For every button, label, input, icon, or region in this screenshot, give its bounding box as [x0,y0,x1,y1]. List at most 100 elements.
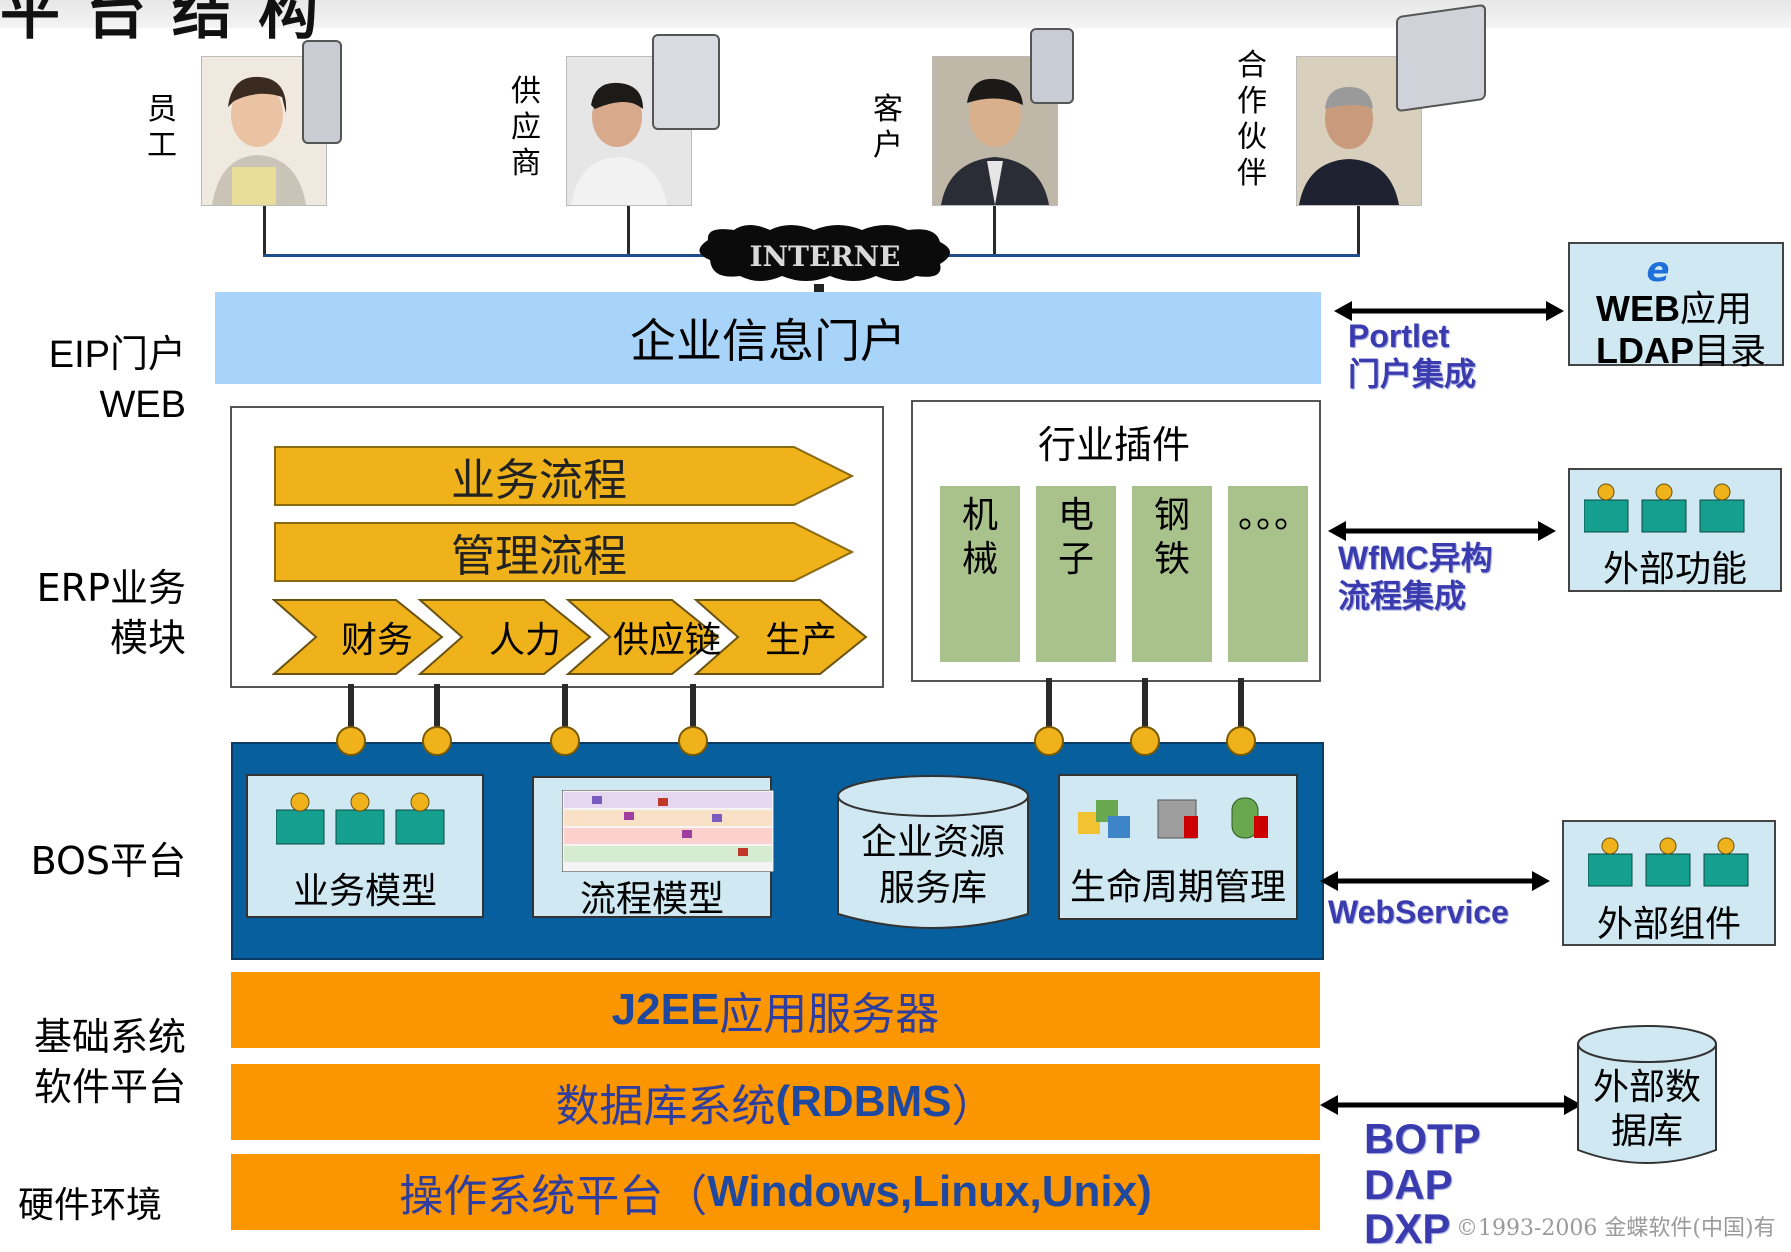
db-bold: (RDBMS [775,1077,952,1126]
dap-label: DAP [1364,1161,1453,1208]
module-hr: 人力 [488,620,561,661]
connector-line [562,684,568,740]
business-flow-arrow [274,446,855,506]
plugin-more-label: 。。。 [1238,495,1311,536]
plugin-electronics: 电子 [1036,486,1116,662]
os-bold: Windows,Linux,Unix) [707,1167,1152,1216]
portlet-double-arrow [1334,301,1564,321]
connector-line [1046,678,1052,740]
connector-line [993,202,996,256]
connector-line [263,202,266,256]
resource-db-cylinder [836,774,1030,938]
j2ee-rest: 应用服务器 [719,989,940,1040]
pda-icon [652,34,720,130]
botp-label: BOTP [1364,1115,1481,1162]
portlet-label: Portlet [1348,318,1450,354]
external-component-box: 外部组件 [1562,820,1776,946]
interface-dot [1130,726,1160,756]
enterprise-portal-bar: 企业信息门户 [215,292,1321,384]
process-model-panel: 流程模型 [532,776,774,920]
layer-label-hardware: 硬件环境 [18,1185,163,1226]
page-title: 平台结构 [0,0,344,48]
layer-label-base: 基础系统 软件平台 [33,1015,186,1109]
interface-dot [550,726,580,756]
external-function-label: 外部功能 [1602,549,1747,590]
copyright-footer: ©1993-2006 金蝶软件(中国)有 [1456,1216,1776,1241]
dxp-label: DXP [1364,1205,1451,1252]
business-flow-label: 业务流程 [451,455,627,506]
connector-line [348,684,354,740]
web-app-bold: WEB [1596,288,1680,329]
mobile-icon [1030,28,1074,104]
wfmc-label: WfMC异构 [1338,540,1493,576]
external-component-label: 外部组件 [1596,904,1741,945]
plugin-steel: 钢铁 [1132,486,1212,662]
ldap-bold: LDAP [1596,330,1694,371]
plugin-machinery: 机械 [940,486,1020,662]
interface-dot [1226,726,1256,756]
plugin-machinery-label: 机械 [961,495,998,580]
portal-label: 企业信息门户 [630,314,906,368]
module-supply-chain: 供应链 [612,620,721,661]
connector-line [1238,678,1244,740]
plugin-electronics-label: 电子 [1057,495,1094,580]
interface-dot [336,726,366,756]
interface-dot [1034,726,1064,756]
lifecycle-label: 生命周期管理 [1069,867,1286,908]
j2ee-bold: J2EE [611,985,720,1034]
botp-double-arrow [1320,1095,1582,1115]
person-label-supplier: 供应商 [511,74,541,181]
module-finance: 财务 [340,620,413,661]
process-integration-label: 流程集成 [1338,577,1467,615]
ie-icon: e [1646,250,1670,290]
connector-line [434,684,440,740]
os-platform-bar: 操作系统平台（Windows,Linux,Unix) [231,1154,1320,1230]
webservice-double-arrow [1320,871,1550,891]
layer-label-bos: BOS平台 [30,839,186,883]
db-prefix: 数据库系统 [555,1081,776,1132]
management-flow-arrow [274,522,855,582]
portal-integration-label: 门户集成 [1348,355,1477,393]
business-model-panel: 业务模型 [246,774,484,918]
external-function-box: 外部功能 [1568,468,1782,592]
connector-line [690,684,696,740]
web-app-ldap-box: e WEB应用 LDAP目录 [1568,242,1784,372]
external-db-cylinder [1576,1024,1718,1172]
management-flow-label: 管理流程 [451,531,627,582]
connector-line [1357,202,1360,256]
wfmc-double-arrow [1328,521,1556,541]
person-label-employee: 员工 [147,92,177,163]
lifecycle-panel: 生命周期管理 [1058,774,1298,920]
ldap-label: LDAP目录 [1596,322,1766,374]
ldap-rest: 目录 [1694,331,1767,372]
layer-label-erp: ERP业务 模块 [36,566,186,660]
connector-line [627,202,630,256]
internet-connector [814,284,824,298]
industry-plugin-title: 行业插件 [1037,422,1190,467]
phone-icon [302,40,342,144]
os-prefix: 操作系统平台（ [399,1171,708,1222]
web-app-rest: 应用 [1680,289,1753,330]
module-production: 生产 [764,620,837,661]
process-model-label: 流程模型 [579,879,724,920]
interface-dot [678,726,708,756]
db-suffix: ） [951,1081,996,1132]
external-db-label: 外部数 据库 [1592,1067,1701,1152]
database-system-bar: 数据库系统(RDBMS） [231,1064,1320,1140]
laptop-icon [1396,3,1486,113]
web-app-label: WEB应用 [1596,280,1752,332]
layer-label-eip: EIP门户 WEB [48,334,186,426]
webservice-label: WebService [1328,894,1509,930]
plugin-steel-label: 钢铁 [1153,495,1190,580]
connector-line [1142,678,1148,740]
module-chevrons [271,598,872,676]
person-label-customer: 客户 [873,92,903,163]
resource-db-label: 企业资源 服务库 [860,822,1005,909]
internet-cloud [690,222,960,284]
plugin-more: 。。。 [1228,486,1311,662]
interface-dot [422,726,452,756]
business-model-label: 业务模型 [292,871,437,912]
title-strip [0,0,1791,28]
partner-photo [1296,56,1422,206]
